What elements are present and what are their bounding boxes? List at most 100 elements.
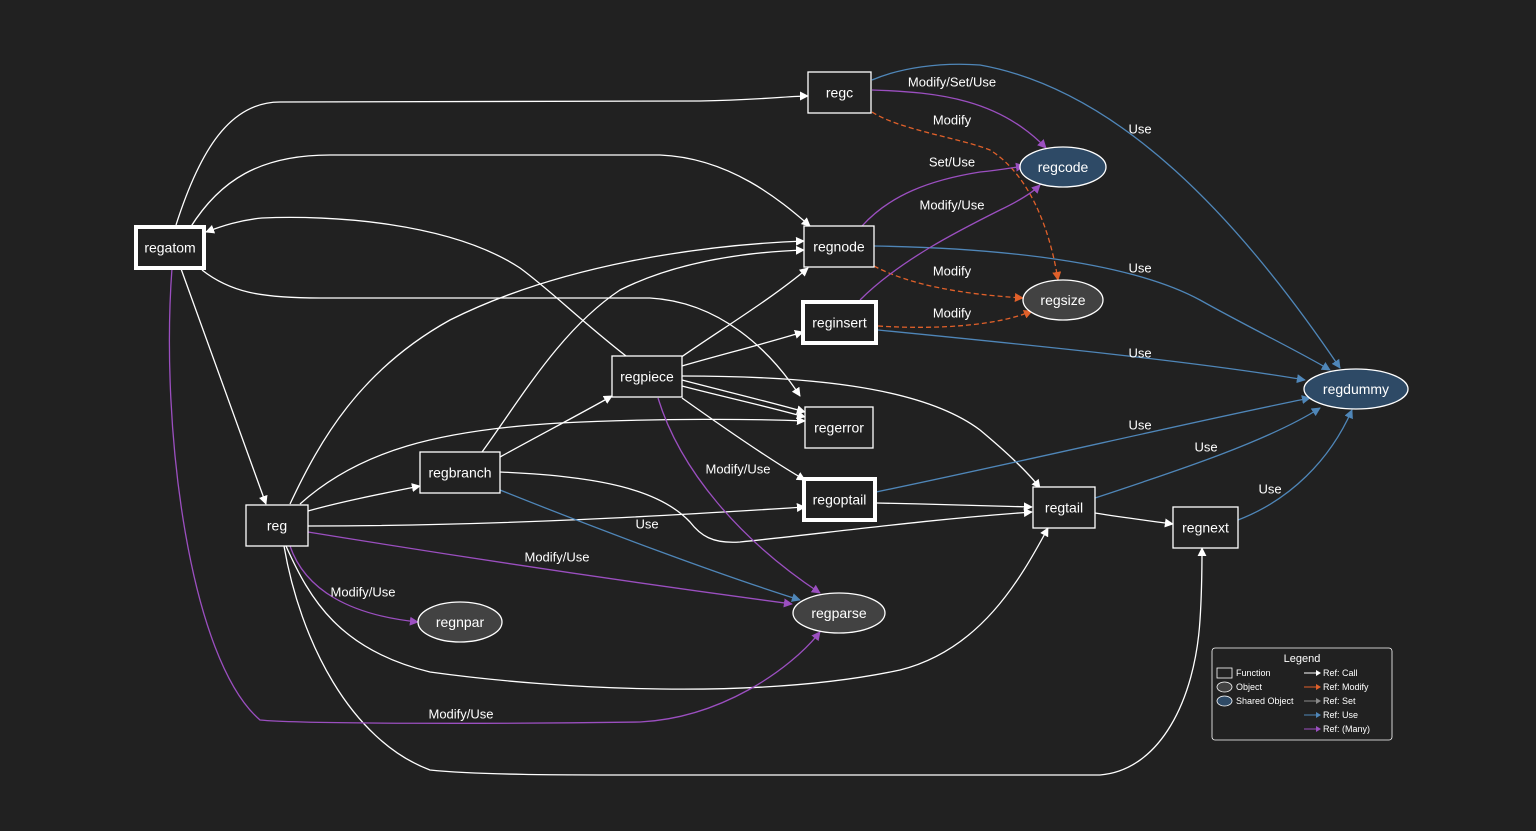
node-regc[interactable]: regc xyxy=(807,71,872,114)
label-reginsert-regdummy: Use xyxy=(1128,346,1151,361)
edge-reg-regparse xyxy=(307,531,793,608)
node-regparse[interactable]: regparse xyxy=(792,592,886,634)
label-regatom-regparse: Modify/Use xyxy=(428,707,493,722)
node-regnext-label: regnext xyxy=(1182,520,1229,536)
node-reginsert-label: reginsert xyxy=(812,315,867,331)
legend-many-arrow xyxy=(1316,726,1321,732)
edge-reg-regtail xyxy=(285,527,1049,690)
node-regbranch[interactable]: regbranch xyxy=(419,451,501,494)
object-nodes: regcode regsize regdummy regparse regnpa… xyxy=(417,146,1409,643)
edge-regbranch-regparse xyxy=(499,489,801,602)
node-regoptail-label: regoptail xyxy=(813,492,867,508)
node-regnpar[interactable]: regnpar xyxy=(417,601,503,643)
legend: Legend Function Object Shared Object Ref… xyxy=(1211,647,1393,741)
node-regbranch-label: regbranch xyxy=(428,465,491,481)
node-regnpar-label: regnpar xyxy=(436,614,485,630)
edge-regc-regsize xyxy=(871,111,1062,281)
legend-call-label: Ref: Call xyxy=(1323,668,1358,678)
edge-reginsert-regcode xyxy=(859,184,1041,301)
label-reginsert-regsize: Modify xyxy=(933,306,972,321)
node-reginsert[interactable]: reginsert xyxy=(801,300,878,345)
legend-set-label: Ref: Set xyxy=(1323,696,1356,706)
node-regnode-label: regnode xyxy=(813,239,865,255)
legend-modify-label: Ref: Modify xyxy=(1323,682,1369,692)
edge-regpiece-reginsert xyxy=(681,330,804,367)
label-regc-regcode: Modify/Set/Use xyxy=(908,75,996,90)
node-regtail[interactable]: regtail xyxy=(1032,486,1096,529)
node-regerror[interactable]: regerror xyxy=(804,406,874,449)
node-regparse-label: regparse xyxy=(811,605,866,621)
legend-set-arrow xyxy=(1316,698,1321,704)
legend-shared-swatch xyxy=(1216,695,1233,707)
edge-reginsert-regdummy xyxy=(877,329,1306,384)
edge-reg-regbranch xyxy=(307,483,421,512)
node-regc-label: regc xyxy=(826,85,853,101)
label-regc-regsize: Modify xyxy=(933,113,972,128)
legend-object-swatch xyxy=(1216,681,1233,693)
node-regtail-label: regtail xyxy=(1045,500,1083,516)
edge-regbranch-regpiece xyxy=(499,395,613,458)
legend-use-label: Ref: Use xyxy=(1323,710,1358,720)
edge-regoptail-regtail xyxy=(875,502,1033,512)
legend-many-label: Ref: (Many) xyxy=(1323,724,1370,734)
edge-regatom-reg xyxy=(179,265,268,505)
label-reg-regparse: Modify/Use xyxy=(524,550,589,565)
node-regpiece[interactable]: regpiece xyxy=(611,355,683,398)
legend-function-label: Function xyxy=(1236,668,1271,678)
edge-reg-regnext xyxy=(283,545,1207,776)
label-regpiece-regparse: Modify/Use xyxy=(705,462,770,477)
edge-regc-regcode xyxy=(871,89,1047,149)
label-reg-regnpar: Modify/Use xyxy=(330,585,395,600)
edges xyxy=(168,63,1353,776)
node-regnode[interactable]: regnode xyxy=(803,225,875,268)
node-regatom[interactable]: regatom xyxy=(134,225,206,270)
label-regnext-regdummy: Use xyxy=(1258,482,1281,497)
edge-reg-regoptail xyxy=(307,503,806,527)
node-regoptail[interactable]: regoptail xyxy=(802,477,877,522)
legend-modify-arrow xyxy=(1316,684,1321,690)
edge-labels: Modify/Set/Use Modify Use Set/Use Modify… xyxy=(330,75,1281,722)
legend-use-arrow xyxy=(1316,712,1321,718)
legend-call-arrow xyxy=(1316,670,1321,676)
legend-title: Legend xyxy=(1284,653,1321,665)
legend-function-swatch xyxy=(1216,667,1233,679)
edge-regnode-regcode xyxy=(861,162,1025,227)
node-regsize[interactable]: regsize xyxy=(1022,279,1104,321)
node-regcode[interactable]: regcode xyxy=(1019,146,1107,188)
edge-regpiece-regatom xyxy=(205,216,627,357)
node-regatom-label: regatom xyxy=(144,240,195,256)
edge-regbranch-regtail xyxy=(499,471,1033,543)
edge-regpiece-regnode xyxy=(679,267,809,359)
label-reginsert-regcode: Modify/Use xyxy=(919,198,984,213)
edge-regoptail-regdummy xyxy=(875,395,1311,493)
edge-reginsert-regsize xyxy=(877,310,1033,328)
function-nodes: regc regatom regnode reginsert regpiece … xyxy=(134,71,1239,549)
node-regcode-label: regcode xyxy=(1038,159,1089,175)
edge-regpiece-regerror-2 xyxy=(681,379,806,415)
label-regnode-regsize: Modify xyxy=(933,264,972,279)
label-regoptail-regdummy: Use xyxy=(1128,418,1151,433)
edge-regpiece-regoptail xyxy=(681,397,806,481)
label-regc-regdummy: Use xyxy=(1128,122,1151,137)
node-regsize-label: regsize xyxy=(1040,292,1085,308)
edge-regnode-regsize xyxy=(873,265,1024,302)
node-reg[interactable]: reg xyxy=(245,504,309,547)
edge-regpiece-regparse xyxy=(657,397,821,594)
node-regerror-label: regerror xyxy=(814,420,864,436)
edge-regbranch-regnode xyxy=(481,245,805,453)
node-regdummy-label: regdummy xyxy=(1323,381,1389,397)
edge-regnode-regdummy xyxy=(873,245,1331,371)
node-regdummy[interactable]: regdummy xyxy=(1303,368,1409,410)
edge-regatom-regnode xyxy=(189,154,811,229)
node-regpiece-label: regpiece xyxy=(620,369,674,385)
edge-regnext-regdummy xyxy=(1237,409,1353,521)
edge-regtail-regnext xyxy=(1094,512,1174,528)
legend-box xyxy=(1211,647,1393,741)
edge-reg-regnode xyxy=(289,236,805,505)
edge-regtail-regdummy xyxy=(1094,407,1321,499)
legend-shared-label: Shared Object xyxy=(1236,696,1294,706)
edge-regatom-regparse xyxy=(168,267,821,724)
label-regnode-regdummy: Use xyxy=(1128,261,1151,276)
node-regnext[interactable]: regnext xyxy=(1172,506,1239,549)
edge-regatom-regerror xyxy=(201,269,801,397)
